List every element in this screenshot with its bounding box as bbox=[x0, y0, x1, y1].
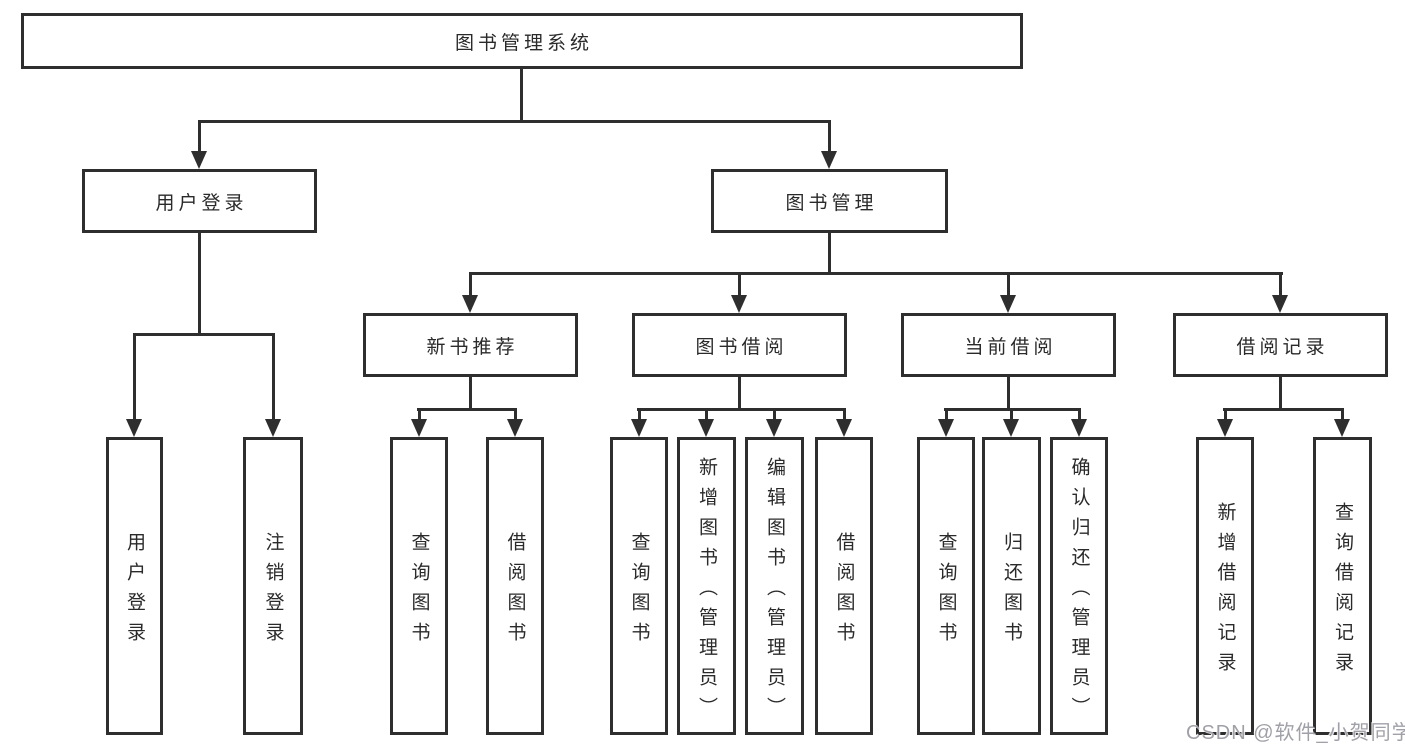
node-label: 借阅图书 bbox=[833, 531, 855, 652]
node-label: 当前借阅 bbox=[964, 336, 1057, 358]
arrowhead-down bbox=[462, 295, 478, 313]
arrowhead-down bbox=[698, 419, 714, 437]
node-borrowing-search-books: 查询图书 bbox=[610, 437, 668, 735]
connector-line bbox=[705, 408, 708, 422]
arrowhead-down bbox=[1003, 419, 1019, 437]
connector-line bbox=[828, 120, 831, 153]
connector-line bbox=[418, 408, 421, 422]
node-library-management-system: 图书管理系统 bbox=[21, 13, 1023, 69]
connector-line bbox=[1223, 408, 1344, 411]
node-borrowing-edit-books-admin: 编辑图书（管理员） bbox=[745, 437, 804, 735]
node-label: 确认归还（管理员） bbox=[1068, 456, 1090, 727]
node-book-management: 图书管理 bbox=[711, 169, 948, 233]
arrowhead-down bbox=[938, 419, 954, 437]
node-borrowing-add-books-admin: 新增图书（管理员） bbox=[677, 437, 736, 735]
node-user-login-group: 用户登录 bbox=[82, 169, 317, 233]
connector-line bbox=[469, 272, 1283, 275]
arrowhead-down bbox=[836, 419, 852, 437]
connector-line bbox=[1010, 408, 1013, 422]
node-logout: 注销登录 bbox=[243, 437, 303, 735]
arrowhead-down bbox=[507, 419, 523, 437]
connector-line bbox=[1224, 408, 1227, 422]
node-label: 归还图书 bbox=[1001, 531, 1022, 652]
arrowhead-down bbox=[1272, 295, 1288, 313]
node-label: 查询借阅记录 bbox=[1332, 501, 1353, 682]
arrowhead-down bbox=[1000, 295, 1016, 313]
arrowhead-down bbox=[126, 419, 142, 437]
connector-line bbox=[738, 376, 741, 408]
node-label: 查询图书 bbox=[628, 531, 650, 652]
node-book-borrowing: 图书借阅 bbox=[632, 313, 847, 377]
node-current-confirm-return-admin: 确认归还（管理员） bbox=[1050, 437, 1108, 735]
node-current-return-books: 归还图书 bbox=[982, 437, 1041, 735]
connector-line bbox=[520, 68, 523, 121]
node-label: 图书管理系统 bbox=[454, 32, 593, 54]
arrowhead-down bbox=[1071, 419, 1087, 437]
node-current-borrowing: 当前借阅 bbox=[901, 313, 1116, 377]
node-label: 新增图书（管理员） bbox=[696, 456, 717, 727]
connector-line bbox=[133, 333, 136, 420]
arrowhead-down bbox=[1334, 419, 1350, 437]
connector-line bbox=[198, 232, 201, 333]
connector-line bbox=[1341, 408, 1344, 422]
arrowhead-down bbox=[731, 295, 747, 313]
node-recommend-search-books: 查询图书 bbox=[390, 437, 448, 735]
watermark: CSDN @软件_小贺同学 bbox=[1186, 722, 1405, 744]
node-label: 借阅记录 bbox=[1236, 336, 1329, 358]
connector-line bbox=[1007, 376, 1010, 408]
node-label: 借阅图书 bbox=[504, 531, 526, 652]
connector-line bbox=[1279, 376, 1282, 408]
node-label: 图书管理 bbox=[785, 192, 878, 214]
node-label: 用户登录 bbox=[155, 192, 248, 214]
connector-line bbox=[843, 408, 846, 422]
connector-line bbox=[637, 408, 846, 411]
connector-line bbox=[198, 120, 831, 123]
connector-line bbox=[945, 408, 948, 422]
node-recommend-borrow-books: 借阅图书 bbox=[486, 437, 544, 735]
node-label: 编辑图书（管理员） bbox=[764, 456, 785, 727]
connector-line bbox=[469, 376, 472, 408]
node-label: 新增借阅记录 bbox=[1214, 501, 1236, 682]
connector-line bbox=[1007, 272, 1010, 297]
arrowhead-down bbox=[631, 419, 647, 437]
connector-line bbox=[272, 333, 275, 420]
connector-line bbox=[638, 408, 641, 422]
connector-line bbox=[738, 272, 741, 297]
connector-line bbox=[198, 120, 201, 153]
node-label: 用户登录 bbox=[124, 531, 145, 652]
node-label: 注销登录 bbox=[262, 531, 284, 652]
arrowhead-down bbox=[411, 419, 427, 437]
arrowhead-down bbox=[821, 151, 837, 169]
node-label: 图书借阅 bbox=[695, 336, 788, 358]
connector-line bbox=[417, 408, 517, 411]
connector-line bbox=[828, 232, 831, 273]
node-label: 查询图书 bbox=[935, 531, 957, 652]
arrowhead-down bbox=[766, 419, 782, 437]
connector-line bbox=[514, 408, 517, 422]
node-records-add-record: 新增借阅记录 bbox=[1196, 437, 1254, 735]
connector-line bbox=[1078, 408, 1081, 422]
node-current-search-books: 查询图书 bbox=[917, 437, 975, 735]
connector-line bbox=[133, 333, 275, 336]
connector-line bbox=[773, 408, 776, 422]
connector-line bbox=[469, 272, 472, 297]
node-label: 查询图书 bbox=[408, 531, 430, 652]
node-records-search-record: 查询借阅记录 bbox=[1313, 437, 1372, 735]
node-user-login: 用户登录 bbox=[106, 437, 163, 735]
arrowhead-down bbox=[191, 151, 207, 169]
node-new-book-recommend: 新书推荐 bbox=[363, 313, 578, 377]
node-borrowing-records: 借阅记录 bbox=[1173, 313, 1388, 377]
arrowhead-down bbox=[1217, 419, 1233, 437]
node-borrowing-borrow-books: 借阅图书 bbox=[815, 437, 873, 735]
arrowhead-down bbox=[265, 419, 281, 437]
connector-line bbox=[1279, 272, 1282, 297]
node-label: 新书推荐 bbox=[426, 336, 519, 358]
